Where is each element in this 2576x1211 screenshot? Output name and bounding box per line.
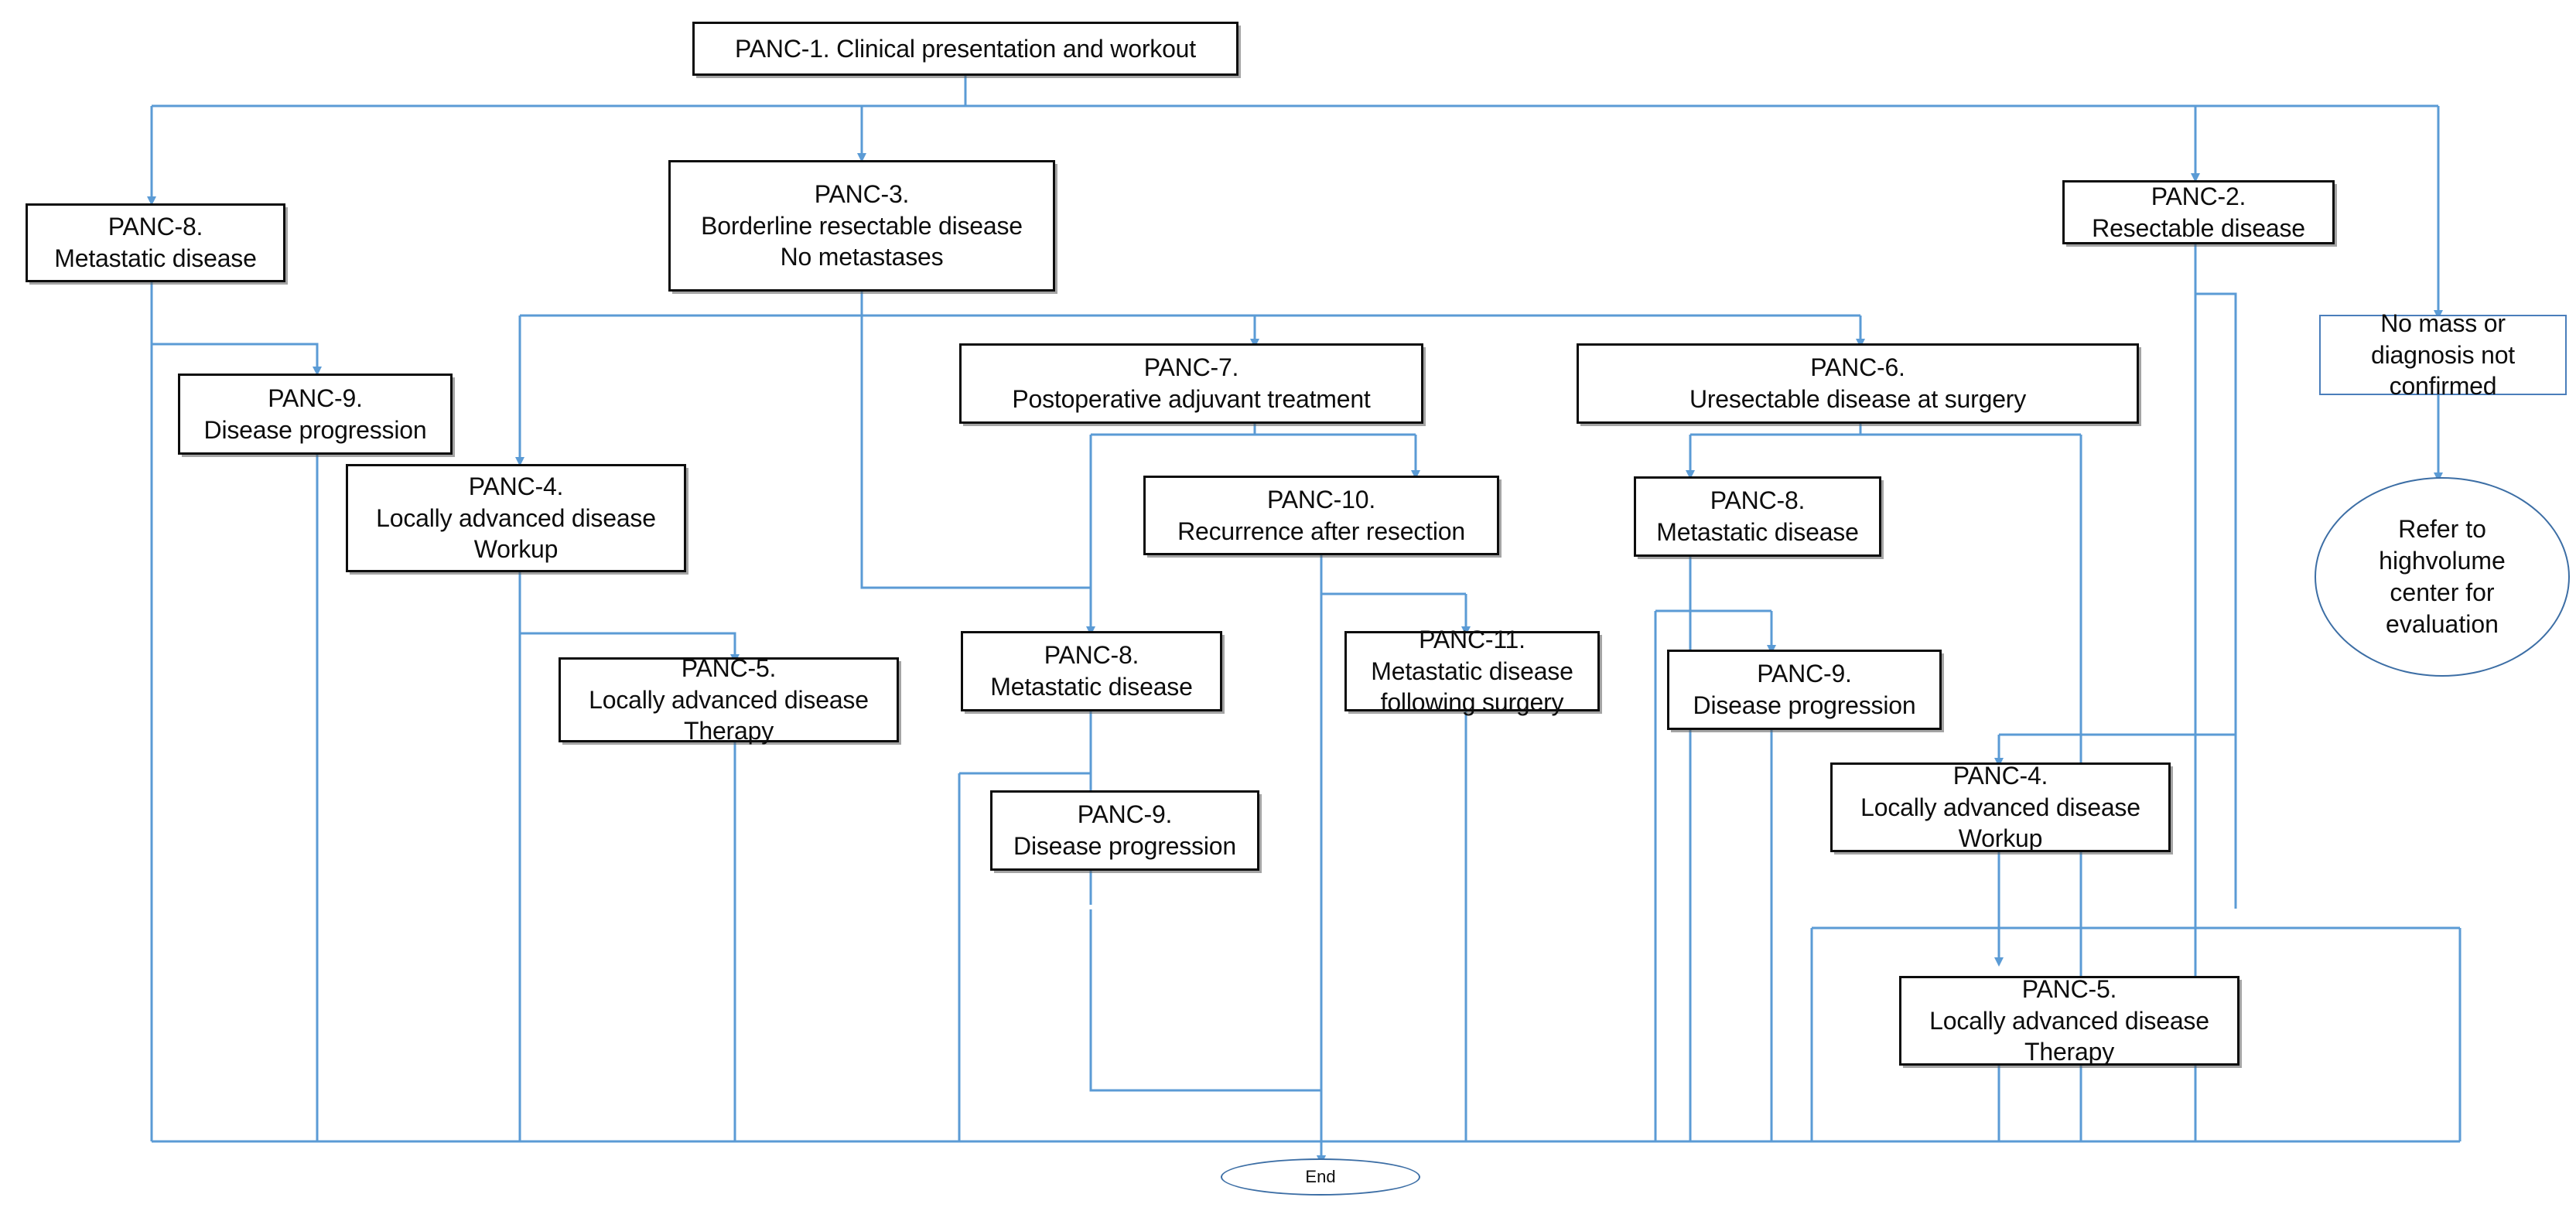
node-panc9-left-line1: PANC-9. — [268, 384, 363, 412]
node-panc8-middle-line2: Metastatic disease — [990, 673, 1193, 701]
node-panc9-middle-line2: Disease progression — [1013, 832, 1236, 860]
node-panc10-line1: PANC-10. — [1266, 485, 1376, 513]
node-panc8-middle[interactable]: PANC-8. Metastatic disease — [961, 631, 1222, 711]
node-panc8-right-line2: Metastatic disease — [1656, 518, 1859, 546]
node-panc4-left-line3: Workup — [473, 535, 559, 564]
node-panc1-line1: PANC-1. Clinical presentation and workou… — [735, 34, 1196, 63]
node-panc3-line2: Borderline resectable disease — [701, 211, 1023, 240]
node-panc4-right-line1: PANC-4. — [1952, 761, 2048, 790]
node-panc8-left[interactable]: PANC-8. Metastatic disease — [26, 203, 285, 282]
node-panc3-line1: PANC-3. — [814, 179, 910, 208]
node-panc5-left[interactable]: PANC-5. Locally advanced disease Therapy — [559, 654, 899, 745]
node-panc8-left-line2: Metastatic disease — [54, 244, 257, 272]
node-panc4-right[interactable]: PANC-4. Locally advanced disease Workup — [1830, 762, 2171, 852]
node-panc11[interactable]: PANC-11. Metastatic disease following su… — [1344, 626, 1600, 716]
node-no-mass-or-diagnosis-not-confirmed[interactable]: No mass or diagnosis not confirmed — [2319, 309, 2567, 400]
node-refer-line3: center for — [2390, 578, 2495, 606]
node-panc9-right-line1: PANC-9. — [1757, 660, 1852, 688]
node-panc4-right-line2: Locally advanced disease — [1860, 793, 2140, 821]
node-panc3[interactable]: PANC-3. Borderline resectable disease No… — [668, 160, 1055, 292]
node-refer-line2: highvolume — [2379, 547, 2506, 575]
node-panc9-middle[interactable]: PANC-9. Disease progression — [990, 790, 1259, 871]
node-panc10-line2: Recurrence after resection — [1177, 517, 1465, 545]
node-panc2-line2: Resectable disease — [2092, 213, 2305, 242]
node-panc5-right[interactable]: PANC-5. Locally advanced disease Therapy — [1899, 974, 2239, 1066]
node-panc4-right-line3: Workup — [1958, 824, 2043, 853]
node-panc6-line1: PANC-6. — [1810, 353, 1905, 382]
node-panc9-middle-line1: PANC-9. — [1077, 800, 1173, 829]
node-panc5-left-line3: Therapy — [684, 717, 774, 745]
node-panc5-right-line2: Locally advanced disease — [1929, 1006, 2209, 1035]
node-refer-line1: Refer to — [2398, 515, 2486, 544]
node-no-mass-line2: diagnosis not — [2371, 340, 2515, 369]
node-panc1[interactable]: PANC-1. Clinical presentation and workou… — [692, 22, 1238, 76]
node-panc8-left-line1: PANC-8. — [108, 213, 203, 241]
node-panc7-line2: Postoperative adjuvant treatment — [1012, 385, 1371, 413]
node-panc11-line2: Metastatic disease — [1371, 657, 1573, 685]
node-panc6-line2: Uresectable disease at surgery — [1689, 385, 2027, 413]
node-panc5-right-line1: PANC-5. — [2021, 974, 2117, 1003]
node-panc8-right[interactable]: PANC-8. Metastatic disease — [1634, 476, 1881, 557]
node-panc9-left[interactable]: PANC-9. Disease progression — [178, 374, 453, 455]
node-panc10[interactable]: PANC-10. Recurrence after resection — [1143, 476, 1499, 555]
node-panc4-left-line2: Locally advanced disease — [376, 503, 656, 532]
node-panc7[interactable]: PANC-7. Postoperative adjuvant treatment — [959, 343, 1423, 424]
node-no-mass-line3: confirmed — [2389, 372, 2497, 401]
node-panc5-left-line1: PANC-5. — [681, 653, 777, 682]
node-end-label: End — [1305, 1166, 1336, 1186]
node-panc2[interactable]: PANC-2. Resectable disease — [2062, 180, 2335, 244]
node-panc9-right[interactable]: PANC-9. Disease progression — [1667, 650, 1942, 730]
node-panc2-line1: PANC-2. — [2151, 182, 2246, 210]
node-panc7-line1: PANC-7. — [1143, 353, 1239, 382]
node-panc4-left-line1: PANC-4. — [468, 472, 564, 500]
node-panc11-line1: PANC-11. — [1419, 625, 1525, 653]
node-refer-line4: evaluation — [2386, 609, 2499, 638]
node-panc5-left-line2: Locally advanced disease — [589, 685, 869, 714]
node-end[interactable]: End — [1221, 1158, 1420, 1196]
node-panc9-right-line2: Disease progression — [1693, 691, 1916, 719]
node-panc11-line3: following surgery — [1380, 688, 1564, 717]
node-panc8-middle-line1: PANC-8. — [1044, 641, 1139, 670]
node-panc8-right-line1: PANC-8. — [1710, 486, 1806, 515]
node-panc9-left-line2: Disease progression — [203, 415, 427, 444]
node-no-mass-line1: No mass or — [2380, 309, 2506, 337]
node-panc3-line3: No metastases — [780, 243, 944, 271]
node-panc5-right-line3: Therapy — [2024, 1038, 2114, 1066]
node-panc6[interactable]: PANC-6. Uresectable disease at surgery — [1577, 343, 2139, 424]
node-panc4-left[interactable]: PANC-4. Locally advanced disease Workup — [346, 464, 686, 572]
node-refer-to-high-volume-center[interactable]: Refer to highvolume center for evaluatio… — [2315, 477, 2570, 677]
